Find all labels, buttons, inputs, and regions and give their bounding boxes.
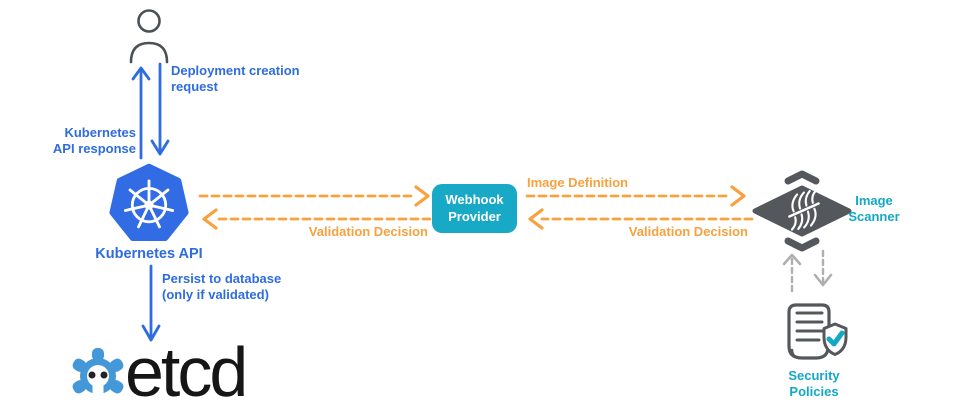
image-definition-label: Image Definition	[527, 175, 629, 190]
security-policies-document-icon	[787, 303, 848, 360]
validation-decision-right-label: Validation Decision	[628, 224, 748, 239]
shield-check-icon	[822, 322, 848, 356]
image-scanner-label: Image Scanner	[848, 193, 900, 224]
validation-decision-left-label: Validation Decision	[308, 224, 428, 239]
webhook-provider-node: Webhook Provider	[432, 184, 517, 233]
api-response-label: Kubernetes API response	[52, 125, 136, 156]
webhook-scanner-dashed-arrows	[525, 185, 754, 230]
person-icon	[129, 9, 169, 64]
scanner-policies-arrows	[782, 249, 833, 293]
kubernetes-api-label: Kubernetes API	[95, 246, 203, 262]
image-scanner-icon	[752, 170, 852, 252]
etcd-wordmark: etcd	[125, 333, 248, 411]
kubernetes-logo-icon	[109, 163, 189, 241]
k8s-webhook-dashed-arrows	[198, 185, 432, 230]
persist-label: Persist to database (only if validated)	[162, 271, 282, 302]
deployment-request-label: Deployment creation request	[171, 63, 300, 94]
security-policies-label: Security Policies	[788, 368, 840, 399]
etcd-gear-icon	[72, 348, 124, 399]
persist-arrow	[141, 264, 161, 342]
request-response-arrows	[131, 62, 170, 160]
